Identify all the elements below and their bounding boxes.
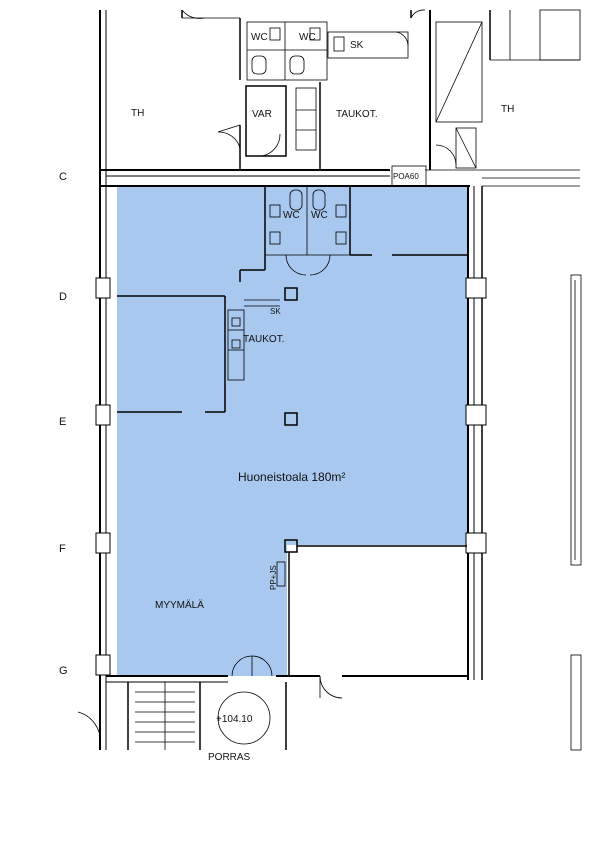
grid-label-d: D <box>59 291 67 303</box>
room-label-wc-mid-1: WC <box>283 210 300 221</box>
grid-label-c: C <box>59 171 67 183</box>
room-label-myymala: MYYMÄLÄ <box>155 599 204 611</box>
room-label-sk-mid: SK <box>270 307 281 316</box>
apartment-area-label: Huoneistoala 180m² <box>238 470 345 484</box>
grid-label-e: E <box>59 416 66 428</box>
room-label-taukot-mid: TAUKOT. <box>243 334 284 345</box>
stairwell <box>77 682 287 750</box>
room-label-th-right: TH <box>501 104 514 115</box>
right-side-windows <box>570 274 582 751</box>
room-label-sk-top: SK <box>350 40 364 51</box>
room-label-taukot-top: TAUKOT. <box>336 109 377 120</box>
room-label-poa60: POA60 <box>393 172 419 181</box>
grid-label-f: F <box>59 543 66 555</box>
level-label: +104.10 <box>216 714 253 725</box>
room-label-wc-mid-2: WC <box>311 210 328 221</box>
grid-label-g: G <box>59 665 68 677</box>
room-label-th-left: TH <box>131 108 144 119</box>
room-label-wc-top-2: WC <box>299 32 316 43</box>
highlighted-apartment-area <box>117 187 467 676</box>
room-label-var: VAR <box>252 109 272 120</box>
room-label-porras: PORRAS <box>208 752 251 763</box>
upper-rooms <box>100 9 581 187</box>
apartment-walls <box>106 186 468 699</box>
room-label-wc-top-1: WC <box>251 32 268 43</box>
room-label-pp-js: PP+JS <box>269 565 278 590</box>
exterior-walls <box>95 10 487 750</box>
